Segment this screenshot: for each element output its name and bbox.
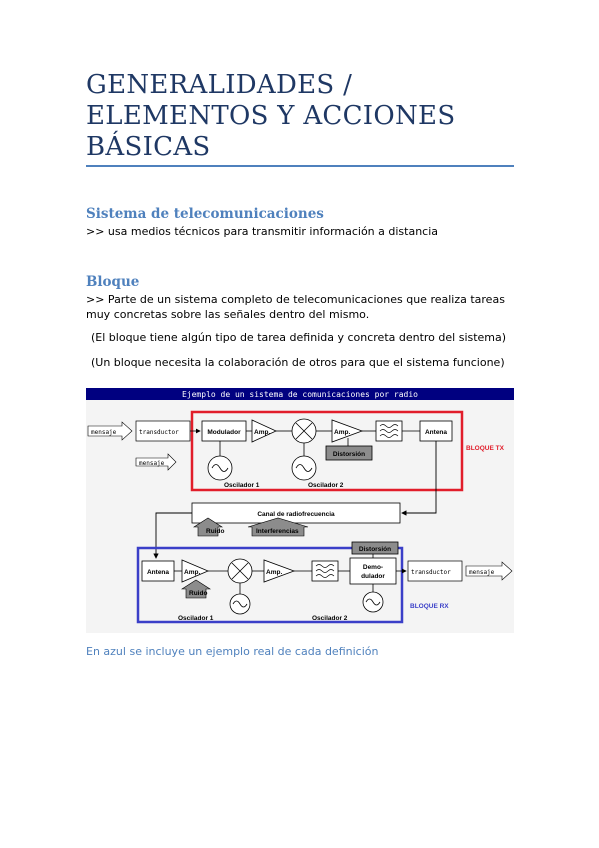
tx-filter-icon (379, 424, 399, 438)
channel-interference-label: Interferencias (256, 528, 299, 535)
rx-transducer-label: transductor (411, 569, 451, 576)
tx-filter-box (375, 420, 403, 442)
rx-filter-box (311, 560, 339, 582)
figure-caption: En azul se incluye un ejemplo real de ca… (86, 645, 379, 658)
rx-oscillator1-wave (232, 600, 248, 608)
rx-distortion-box (351, 541, 399, 555)
tx-distortion-box (325, 445, 373, 461)
rx-amp2-label: Amp. (266, 569, 282, 576)
rx-distortion-label: Distorsión (359, 546, 391, 553)
rx-transducer-box (407, 560, 463, 582)
rx-oscillator2-label: Oscilador 2 (312, 615, 348, 622)
tx-input-message-label: mensaje (91, 429, 117, 436)
tx-distortion-label: Distorsión (333, 451, 365, 458)
rx-oscillator2-wave (365, 598, 381, 606)
rx-block-label: BLOQUE RX (410, 603, 449, 610)
tx-block-border (190, 410, 464, 492)
bloque-line-1: >> Parte de un sistema completo de telec… (86, 293, 505, 306)
tx-modulator-label: Modulador (207, 429, 241, 436)
tx-mixer-cross (295, 422, 313, 440)
tx-amp2-triangle (331, 419, 364, 443)
rx-block-border (136, 546, 404, 624)
rx-amp2-triangle (263, 559, 296, 583)
tx-mid-message-label: mensaje (139, 460, 165, 467)
tx-to-channel-link (401, 441, 437, 516)
rx-output-message-label: mensaje (469, 569, 495, 576)
rx-demodulator-label-2: dulador (361, 573, 385, 580)
channel-to-rx-link (153, 512, 192, 559)
tx-amp2-label: Amp. (334, 429, 350, 436)
figure-banner (86, 388, 514, 400)
channel-label: Canal de radiofrecuencia (257, 511, 335, 518)
rx-noise-arrow (180, 579, 212, 599)
rx-noise-label: Ruido (189, 590, 207, 597)
tx-transducer-label: transductor (139, 429, 179, 436)
title-divider (86, 165, 514, 167)
rx-mixer-cross (231, 562, 249, 580)
tx-mid-message-arrow (135, 453, 177, 471)
section-text-bloque: >> Parte de un sistema completo de telec… (86, 293, 526, 322)
tx-amp1-triangle (251, 419, 277, 443)
rx-amp1-label: Amp. (184, 569, 200, 576)
tx-oscillator2-wave (295, 464, 313, 472)
bloque-note-1: (El bloque tiene algún tipo de tarea def… (91, 331, 507, 344)
tx-input-message-arrow (87, 421, 133, 441)
bloque-note-2: (Un bloque necesita la colaboración de o… (91, 356, 505, 369)
rx-antenna-label: Antena (147, 569, 169, 576)
rx-demodulator-label-1: Demo- (363, 564, 383, 571)
figure-banner-text: Ejemplo de un sistema de comunicaciones … (182, 390, 418, 399)
rx-demodulator-box (349, 557, 397, 585)
title-line-1: GENERALIDADES / (86, 70, 353, 100)
rx-amp1-triangle (181, 559, 210, 583)
section-text-sistema: >> usa medios técnicos para transmitir i… (86, 225, 439, 238)
rx-filter-icon (315, 564, 335, 578)
tx-antenna-label: Antena (425, 429, 447, 436)
bloque-line-2: muy concretas sobre las señales dentro d… (86, 307, 370, 321)
rx-oscillator1-label: Oscilador 1 (178, 615, 214, 622)
title-line-3: BÁSICAS (86, 132, 211, 162)
rx-output-message-arrow (465, 561, 513, 581)
channel-noise-arrow (192, 517, 224, 537)
section-heading-bloque: Bloque (86, 274, 140, 290)
tx-block-label: BLOQUE TX (466, 445, 505, 452)
title-line-2: ELEMENTOS Y ACCIONES (86, 101, 456, 131)
tx-oscillator1-wave (211, 464, 229, 472)
tx-oscillator1-label: Oscilador 1 (224, 482, 260, 489)
tx-amp1-label: Amp. (254, 429, 270, 436)
radio-system-diagram: Ejemplo de un sistema de comunicaciones … (86, 388, 514, 633)
channel-interference-arrow (247, 517, 309, 537)
section-heading-sistema: Sistema de telecomunicaciones (86, 206, 324, 222)
tx-oscillator2-label: Oscilador 2 (308, 482, 344, 489)
channel-noise-label: Ruido (206, 528, 224, 535)
page-title: GENERALIDADES / ELEMENTOS Y ACCIONES BÁS… (86, 70, 526, 163)
